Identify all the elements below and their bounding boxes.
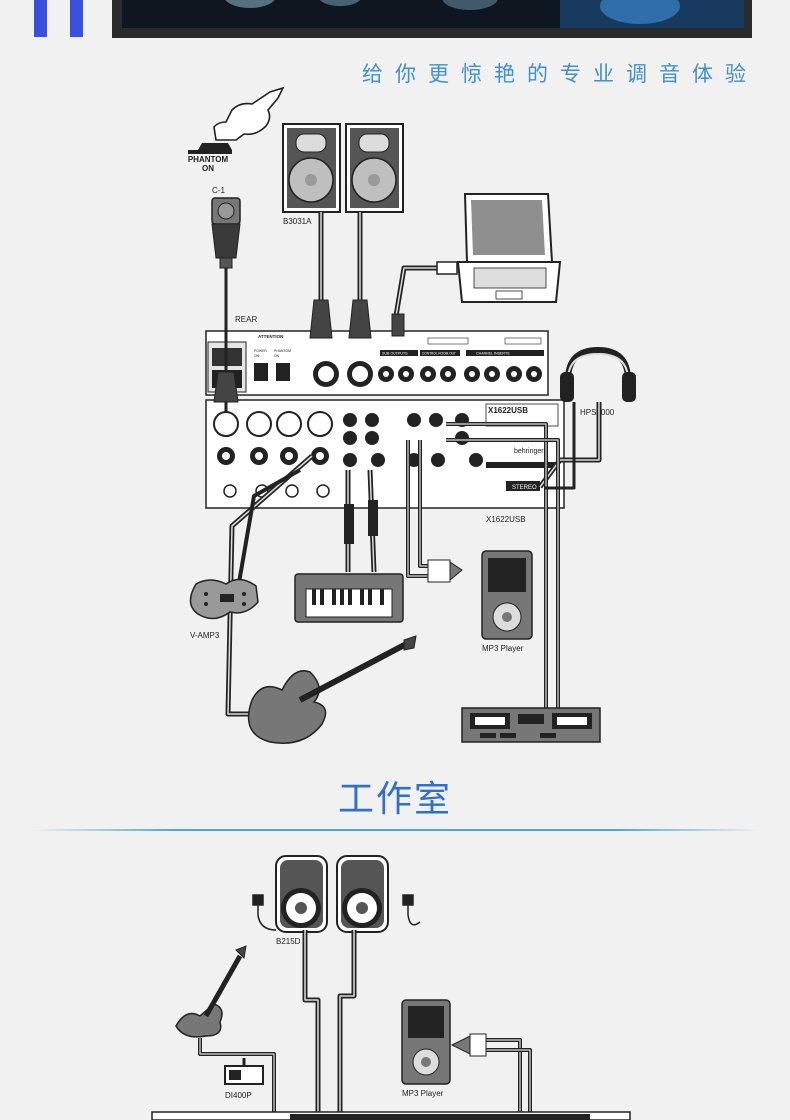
rca-plugs (427, 559, 463, 583)
panel-power-on-label: ON (254, 354, 260, 358)
keyboard-icon (294, 573, 404, 623)
speakers-label: B215D (276, 937, 301, 946)
monitors-label: B3031A (283, 217, 312, 226)
di-box-label: DI400P (225, 1091, 252, 1100)
banner-photo (122, 0, 744, 28)
panel-attention-label: ATTENTION (258, 334, 283, 339)
studio-mp3-player-label: MP3 Player (402, 1089, 444, 1098)
xlr-plugs (213, 261, 458, 544)
accent-bar-right (70, 0, 83, 37)
mp3-player-icon (481, 550, 533, 640)
cassette-deck-icon (461, 707, 601, 743)
mic-label: C-1 (212, 186, 225, 195)
panel-power-label: POWER (254, 349, 267, 353)
mixer-top-panel: X1622USB behringer STEREO (205, 399, 565, 509)
studio-monitor-left-icon (282, 123, 341, 213)
di-box-icon (224, 1065, 264, 1085)
headphones-icon (560, 346, 636, 402)
slogan: 给你更惊艳的专业调音体验 (362, 62, 758, 86)
accent-bar-left (34, 0, 47, 37)
electric-guitar-icon (247, 635, 417, 744)
amp-modeler-icon (189, 578, 259, 620)
panel-channel-inserts-label: CHANNEL INSERTS (476, 352, 510, 356)
microphone-icon (211, 197, 241, 269)
studio-mp3-player-icon (401, 999, 451, 1085)
phantom-label-line1: PHANTOM (188, 155, 229, 164)
amp-modeler-label: V-AMP3 (190, 631, 220, 640)
panel-phantom-on-label: ON (274, 354, 280, 358)
mixer-stereo-label: STEREO (512, 485, 537, 491)
mixer-label: X1622USB (486, 515, 526, 524)
bass-guitar-icon (175, 945, 247, 1038)
rear-label: REAR (235, 315, 257, 324)
setup-cables (224, 212, 602, 717)
laptop-icon (456, 193, 562, 303)
pa-speaker-right-icon (336, 855, 389, 933)
studio-mixer-edge (151, 1111, 631, 1120)
top-banner (34, 0, 752, 38)
section-title: 工作室 (337, 779, 452, 820)
studio-cables (198, 930, 532, 1115)
phantom-hand-icon (188, 86, 285, 154)
panel-phantom-label: PHANTOM (274, 349, 291, 353)
section-divider (30, 829, 760, 831)
mp3-player-label: MP3 Player (482, 644, 524, 653)
studio-monitor-right-icon (345, 123, 404, 213)
power-plug-icons (252, 894, 421, 931)
panel-sub-outputs-label: SUB OUTPUTS (382, 352, 408, 356)
mixer-model-badge: X1622USB (488, 406, 528, 415)
mixer-brand-label: behringer (514, 448, 544, 455)
pa-speaker-left-icon (275, 855, 328, 933)
panel-control-room-label: CONTROL ROOM OUT (422, 352, 456, 356)
studio-rca-plugs (450, 1033, 487, 1057)
phantom-label-line2: ON (202, 164, 214, 173)
mixer-rear-panel: POWER ON PHANTOM ON ATTENTION SUB OUTPUT… (205, 330, 549, 396)
